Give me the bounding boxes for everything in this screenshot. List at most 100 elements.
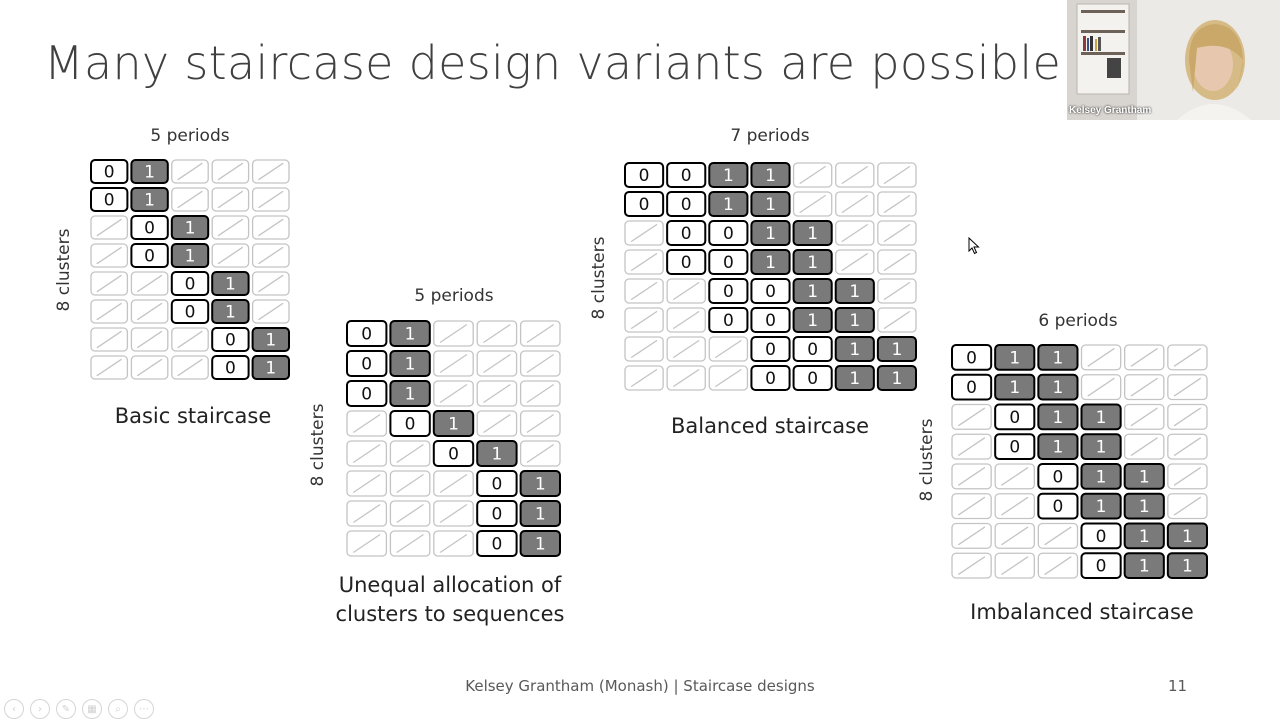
presenter-toolbar: ‹ › ✎ ▦ ⌕ ⋯ <box>4 699 154 719</box>
control-cell: 0 <box>708 249 749 275</box>
empty-cell <box>346 470 388 497</box>
cell-value: 1 <box>1096 438 1107 458</box>
empty-cell <box>346 530 388 557</box>
empty-cell <box>708 336 749 362</box>
empty-cell <box>835 249 875 275</box>
caption-line: Balanced staircase <box>670 414 870 438</box>
cell-value: 0 <box>104 191 115 211</box>
control-cell: 0 <box>750 336 791 362</box>
cell-value: 0 <box>765 369 776 389</box>
cell-value: 0 <box>144 219 155 239</box>
empty-cell <box>389 440 431 467</box>
mouse-cursor-icon <box>968 237 980 255</box>
more-options-icon[interactable]: ⋯ <box>134 699 154 719</box>
empty-cell <box>951 552 992 579</box>
cell-value: 0 <box>639 166 650 186</box>
empty-cell <box>130 327 169 352</box>
empty-cell <box>433 350 474 377</box>
control-cell: 0 <box>624 162 665 188</box>
empty-cell-slash <box>483 413 511 434</box>
empty-cell <box>90 215 129 240</box>
clusters-label: 8 clusters <box>54 228 74 312</box>
cell-value: 1 <box>1009 348 1020 368</box>
control-cell: 0 <box>624 191 665 217</box>
cell-value: 0 <box>723 311 734 331</box>
cell-value: 1 <box>807 282 818 302</box>
pen-icon[interactable]: ✎ <box>56 699 76 719</box>
empty-cell-slash <box>1173 496 1202 516</box>
treated-cell: 1 <box>170 243 210 268</box>
empty-cell <box>1124 344 1165 371</box>
empty-cell-slash <box>715 368 742 388</box>
next-slide-button[interactable]: › <box>30 699 50 719</box>
empty-cell <box>877 191 917 217</box>
cell-value: 1 <box>185 247 196 267</box>
empty-cell <box>251 271 290 296</box>
cell-value: 0 <box>681 224 692 244</box>
cell-value: 1 <box>1053 438 1064 458</box>
empty-cell <box>951 522 992 549</box>
treated-cell: 1 <box>750 249 791 275</box>
treated-cell: 1 <box>994 344 1036 371</box>
control-cell: 0 <box>750 365 791 391</box>
empty-cell-slash <box>396 443 424 464</box>
webcam-video: Kelsey Grantham <box>1067 0 1280 120</box>
cell-value: 1 <box>1053 408 1064 428</box>
cell-value: 0 <box>807 369 818 389</box>
empty-cell-slash <box>258 190 284 209</box>
empty-cell <box>476 380 518 407</box>
treated-cell: 1 <box>834 307 875 333</box>
cell-value: 0 <box>807 340 818 360</box>
empty-cell <box>476 350 518 377</box>
empty-cell <box>433 470 474 497</box>
treated-cell: 1 <box>1037 433 1079 460</box>
cell-value: 0 <box>723 253 734 273</box>
treated-cell: 1 <box>170 215 210 240</box>
slide-title: Many staircase design variants are possi… <box>44 36 1062 90</box>
treated-cell: 1 <box>994 373 1036 401</box>
treated-cell: 1 <box>876 336 918 362</box>
empty-cell <box>251 187 290 212</box>
empty-cell-slash <box>630 368 658 388</box>
control-cell: 0 <box>211 355 250 380</box>
empty-cell-slash <box>841 252 869 272</box>
previous-slide-button[interactable]: ‹ <box>4 699 24 719</box>
treated-cell: 1 <box>750 162 791 188</box>
webcam-feed-image <box>1067 0 1280 120</box>
empty-cell <box>389 530 431 557</box>
empty-cell <box>433 320 474 347</box>
treated-cell: 1 <box>792 278 833 304</box>
cell-value: 1 <box>1053 378 1064 398</box>
empty-cell <box>1167 374 1208 401</box>
empty-cell-slash <box>439 533 468 554</box>
cell-value: 0 <box>1053 497 1064 517</box>
design-caption: Unequal allocation of clusters to sequen… <box>300 571 600 629</box>
cell-value: 0 <box>765 282 776 302</box>
cell-value: 0 <box>185 303 196 323</box>
control-cell: 0 <box>994 403 1036 431</box>
cell-value: 0 <box>1009 408 1020 428</box>
empty-cell-slash <box>258 162 284 181</box>
empty-cell-slash <box>799 194 826 214</box>
empty-cell <box>666 336 706 362</box>
control-cell: 0 <box>750 278 791 304</box>
control-cell: 0 <box>346 380 388 407</box>
empty-cell <box>666 278 706 304</box>
cell-value: 0 <box>361 385 372 405</box>
cell-value: 1 <box>265 331 276 351</box>
slides-grid-icon[interactable]: ▦ <box>82 699 102 719</box>
treated-cell: 1 <box>750 191 791 217</box>
cell-value: 0 <box>185 275 196 295</box>
empty-cell-slash <box>883 281 911 301</box>
clusters-label: 8 clusters <box>308 403 328 487</box>
empty-cell <box>251 215 290 240</box>
cell-value: 0 <box>1009 438 1020 458</box>
cell-value: 0 <box>361 355 372 375</box>
treated-cell: 1 <box>1080 463 1122 490</box>
zoom-icon[interactable]: ⌕ <box>108 699 128 719</box>
empty-cell-slash <box>96 358 122 377</box>
cell-value: 0 <box>681 166 692 186</box>
cell-value: 1 <box>723 195 734 215</box>
